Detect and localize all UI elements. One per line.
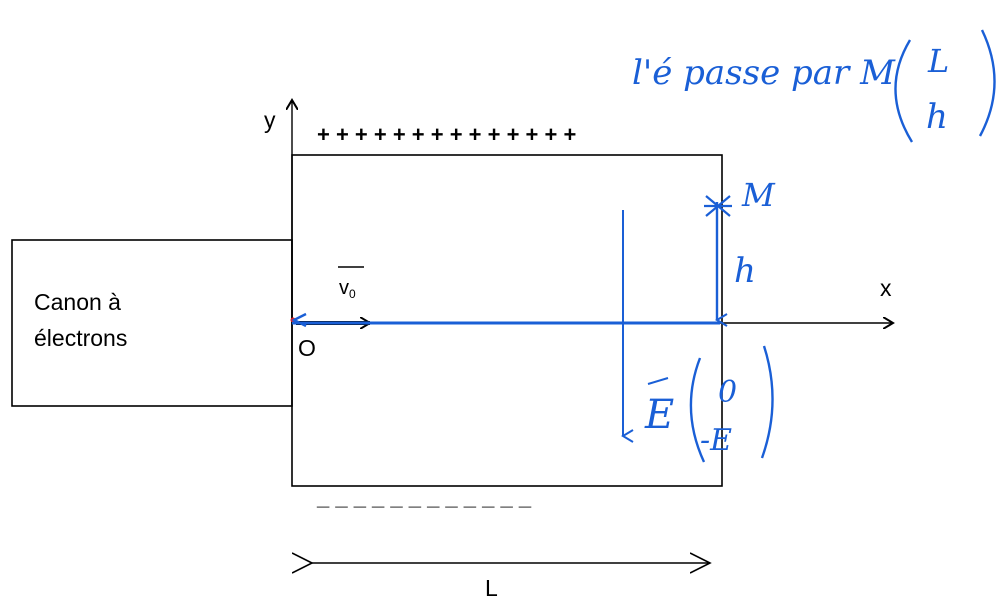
field-vector-bar	[647, 377, 669, 385]
point-M-cross	[704, 195, 732, 217]
field-x-component: 0	[718, 375, 737, 410]
title-L: L	[927, 42, 949, 80]
gun-label-line2: électrons	[34, 325, 127, 351]
length-label: L	[485, 575, 498, 601]
x-axis-label: x	[880, 275, 892, 301]
velocity-label: v0	[339, 277, 356, 301]
field-y-component: -E	[700, 423, 732, 458]
title-left-paren	[894, 39, 914, 143]
negative-plate-label: _ _ _ _ _ _ _ _ _ _ _ _	[316, 485, 532, 510]
title-h: h	[926, 97, 948, 137]
point-M-label: M	[741, 176, 776, 214]
field-right-paren	[760, 345, 774, 459]
field-left-paren	[689, 357, 706, 463]
trajectory-back-tick	[291, 312, 307, 328]
electron-gun	[11, 239, 293, 407]
height-label: h	[734, 251, 756, 291]
gun-label-line1: Canon à	[34, 289, 121, 315]
origin-label: O	[298, 335, 316, 361]
annotation-title: l'é passe par M	[632, 53, 896, 93]
field-label: E	[644, 392, 674, 438]
positive-plate-label: + + + + + + + + + + + + + +	[317, 122, 576, 147]
title-right-paren	[978, 29, 996, 137]
velocity-subscript: 0	[349, 287, 356, 301]
y-axis-label: y	[264, 107, 276, 133]
